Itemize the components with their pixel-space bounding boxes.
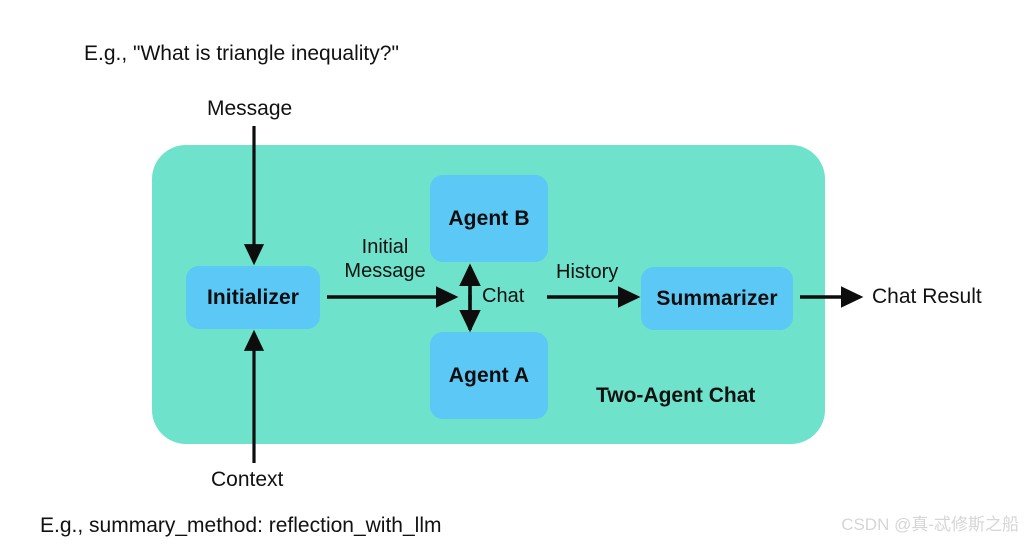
top-example-note: E.g., "What is triangle inequality?" [84,42,399,65]
panel-title-two-agent-chat: Two-Agent Chat [596,384,756,407]
edge-label-initial-message-line1: Initial [361,236,409,258]
node-agent-b[interactable]: Agent B [430,175,548,262]
edge-label-initial-message: Initial Message [330,236,440,283]
bottom-example-note: E.g., summary_method: reflection_with_ll… [40,514,442,537]
node-agent-a-label: Agent A [448,363,530,387]
edge-label-chat: Chat [482,285,525,307]
input-port-message-label: Message [207,97,293,120]
node-initializer-label: Initializer [206,285,300,309]
edge-label-initial-message-line2: Message [344,259,426,282]
input-port-context-label: Context [211,468,284,491]
csdn-watermark: CSDN @真-忒修斯之船 [841,515,1019,534]
node-agent-b-label: Agent B [448,206,530,230]
node-summarizer[interactable]: Summarizer [641,267,793,330]
edge-label-history: History [556,261,619,283]
node-initializer[interactable]: Initializer [186,266,320,329]
node-summarizer-label: Summarizer [656,286,778,310]
output-port-chat-result-label: Chat Result [872,285,982,308]
node-agent-a[interactable]: Agent A [430,332,548,419]
